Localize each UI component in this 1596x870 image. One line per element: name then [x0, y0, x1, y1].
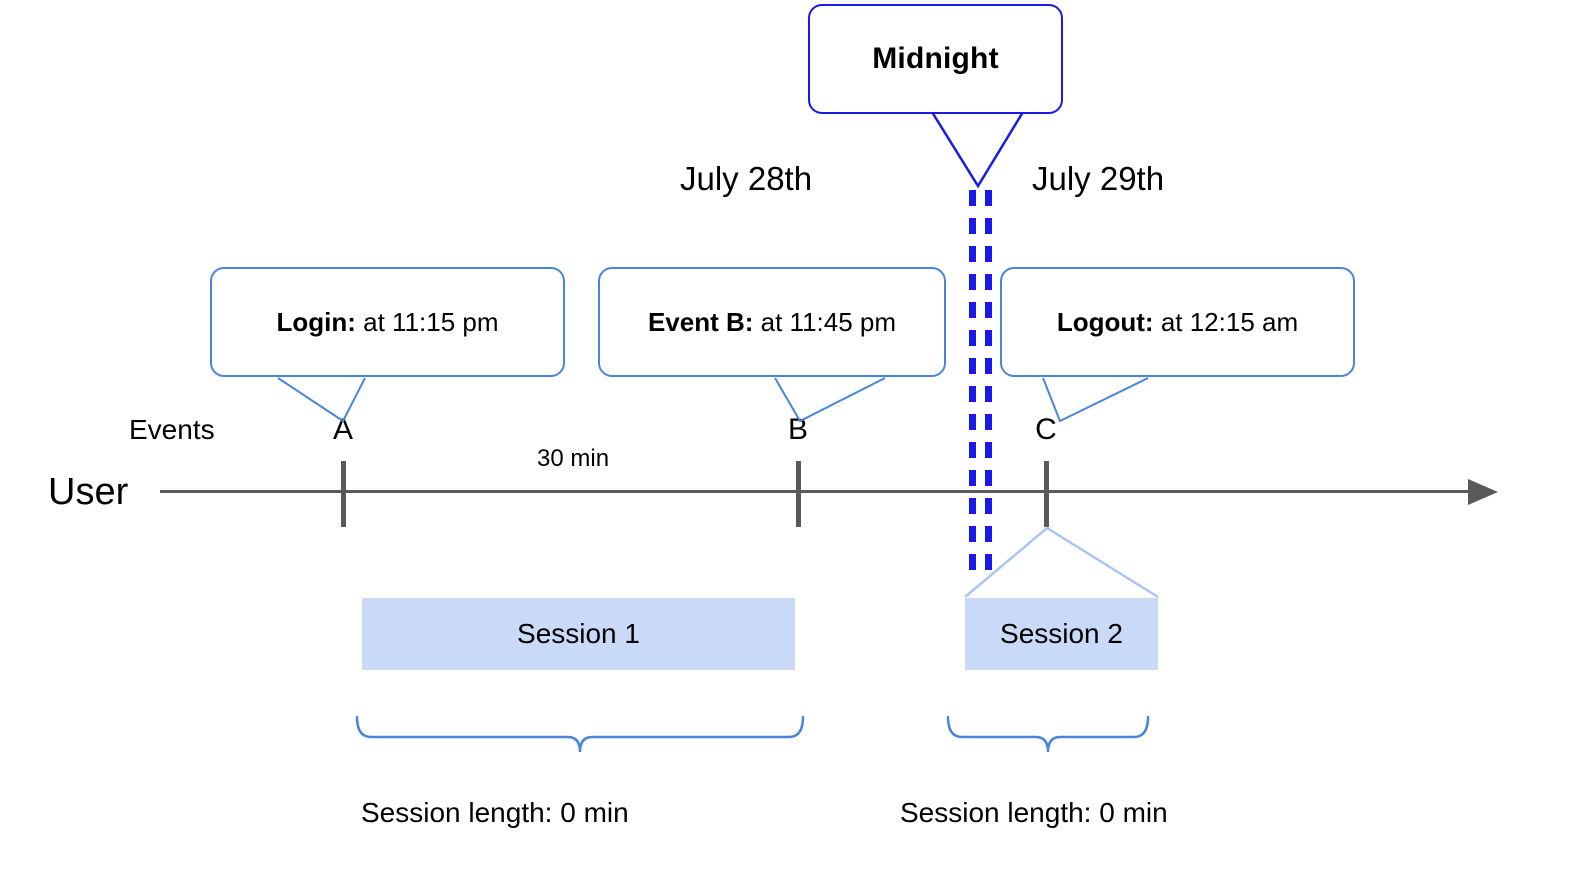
- event-callout-login-time: at 11:15 pm: [355, 306, 499, 337]
- midnight-callout-label: Midnight: [872, 42, 999, 75]
- event-tick-b: [796, 461, 801, 527]
- event-callout-event-b: Event B: at 11:45 pm: [598, 267, 946, 377]
- date-label-july-28: July 28th: [680, 160, 813, 197]
- event-callout-event-b-text: Event B: at 11:45 pm: [648, 307, 896, 338]
- duration-annotation-30min: 30 min: [537, 445, 610, 472]
- event-tick-c: [1044, 461, 1049, 527]
- session-length-label-1: Session length: 0 min: [361, 797, 629, 828]
- event-callout-login-label: Login:: [276, 306, 356, 337]
- midnight-divider-line-left: [969, 190, 976, 580]
- session-bar-1: Session 1: [362, 598, 795, 670]
- session-bar-1-label: Session 1: [517, 618, 640, 649]
- midnight-divider-line-right: [985, 190, 992, 580]
- session1-brace: [355, 715, 805, 753]
- session2-brace: [946, 715, 1150, 753]
- session-bar-2-label: Session 2: [1000, 618, 1123, 649]
- event-marker-label-b: B: [787, 413, 808, 446]
- row-label-user: User: [48, 471, 129, 513]
- midnight-callout-tail: [930, 111, 1025, 189]
- event-marker-label-a: A: [332, 413, 353, 446]
- event-callout-logout-label: Logout:: [1056, 306, 1154, 337]
- midnight-callout: Midnight: [808, 4, 1063, 114]
- session-length-label-2: Session length: 0 min: [900, 797, 1168, 828]
- event-callout-logout-time: at 12:15 am: [1153, 306, 1299, 337]
- event-callout-event-b-time: at 11:45 pm: [753, 306, 897, 337]
- event-callout-login-text: Login: at 11:15 pm: [276, 307, 498, 338]
- event-tick-a: [341, 461, 346, 527]
- session2-peak-lines: [964, 526, 1159, 599]
- event-callout-logout: Logout: at 12:15 am: [1000, 267, 1355, 377]
- event-callout-event-b-label: Event B:: [647, 306, 754, 337]
- timeline-axis-line: [160, 490, 1480, 493]
- event-marker-label-c: C: [1035, 413, 1057, 446]
- event-callout-login: Login: at 11:15 pm: [210, 267, 565, 377]
- session-bar-2: Session 2: [965, 598, 1158, 670]
- row-label-events: Events: [129, 414, 215, 445]
- date-label-july-29: July 29th: [1032, 160, 1165, 197]
- event-callout-logout-text: Logout: at 12:15 am: [1057, 307, 1298, 338]
- timeline-axis-arrowhead: [1468, 479, 1498, 505]
